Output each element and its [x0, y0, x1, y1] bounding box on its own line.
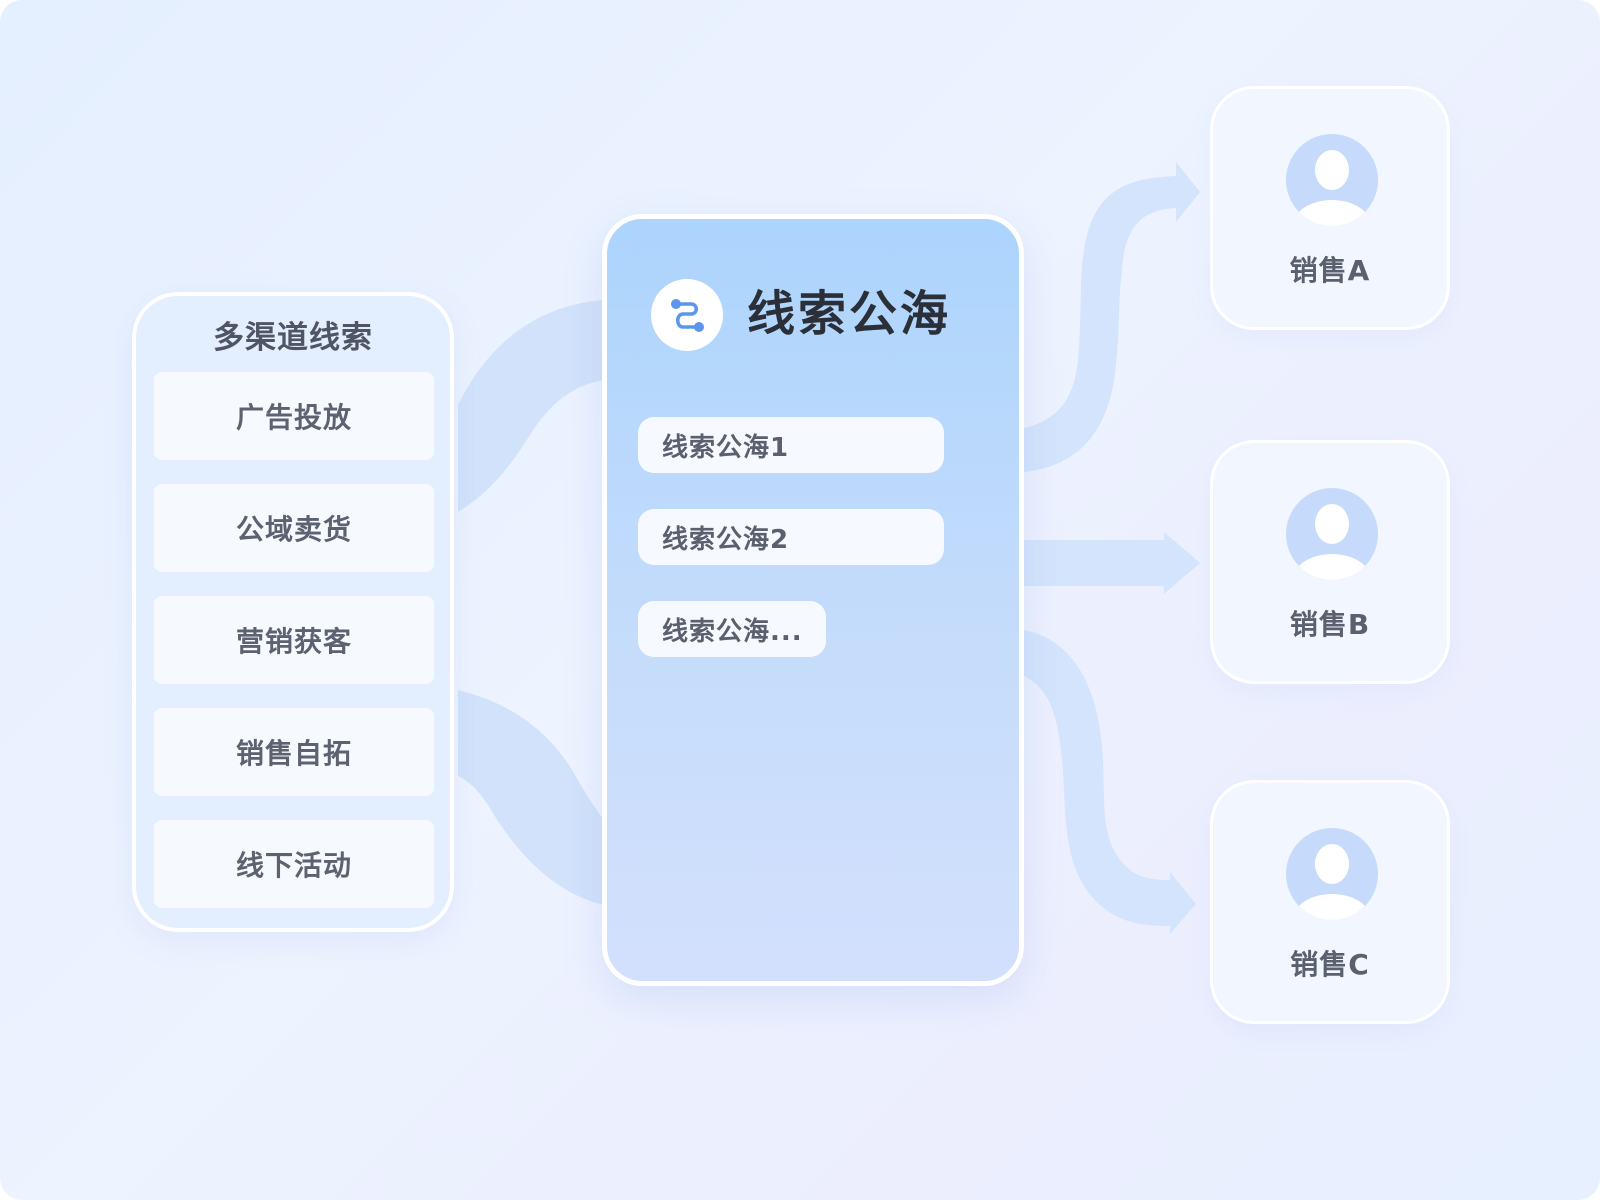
source-item-marketing[interactable]: 营销获客: [154, 596, 434, 684]
lead-pool-panel: 线索公海 线索公海1 线索公海2 线索公海...: [602, 214, 1024, 986]
flow-arrow-to-sales-c: [1024, 630, 1196, 934]
sales-label-b: 销售B: [1289, 608, 1371, 641]
source-item-offline-events[interactable]: 线下活动: [154, 820, 434, 908]
source-item-public-sales[interactable]: 公域卖货: [154, 484, 434, 572]
flow-arrow-to-sales-b: [1024, 532, 1200, 594]
source-channels-title: 多渠道线索: [213, 320, 373, 356]
user-avatar-icon: [1286, 134, 1378, 226]
sales-card-a[interactable]: 销售A: [1210, 86, 1450, 330]
sales-card-b[interactable]: 销售B: [1210, 440, 1450, 684]
user-avatar-icon: [1286, 488, 1378, 580]
sales-card-c[interactable]: 销售C: [1210, 780, 1450, 1024]
user-avatar-icon: [1286, 828, 1378, 920]
flow-ribbon-lower: [458, 690, 604, 905]
route-icon: [651, 279, 723, 351]
sales-label-a: 销售A: [1289, 254, 1371, 287]
flow-ribbon-upper: [458, 300, 604, 512]
lead-pool-item-1[interactable]: 线索公海1: [638, 417, 944, 473]
lead-pool-title: 线索公海: [747, 286, 952, 342]
sales-label-c: 销售C: [1290, 948, 1370, 981]
lead-pool-item-more[interactable]: 线索公海...: [638, 601, 826, 657]
source-item-self-prospecting[interactable]: 销售自拓: [154, 708, 434, 796]
flow-arrow-to-sales-a: [1024, 162, 1200, 472]
source-channels-panel: 多渠道线索 广告投放 公域卖货 营销获客 销售自拓 线下活动: [132, 292, 454, 932]
source-item-ads[interactable]: 广告投放: [154, 372, 434, 460]
lead-pool-item-2[interactable]: 线索公海2: [638, 509, 944, 565]
